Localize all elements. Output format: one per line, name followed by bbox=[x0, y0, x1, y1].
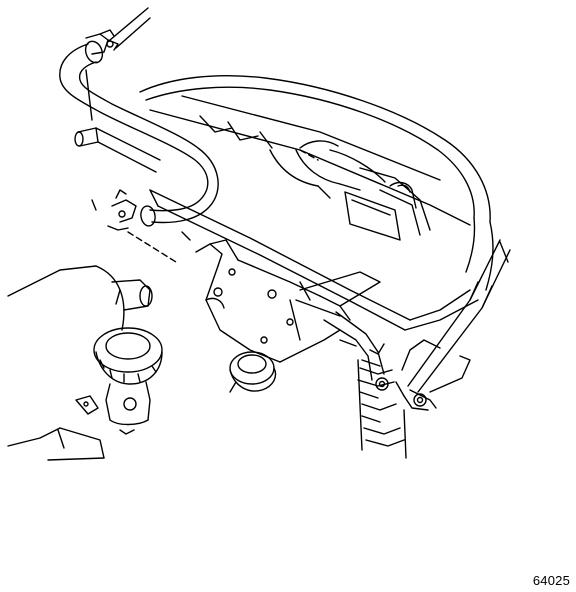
hidden-line bbox=[128, 150, 318, 262]
upper-radiator-hose bbox=[60, 39, 218, 227]
hose-clamp-lower bbox=[108, 190, 136, 230]
engine-housing bbox=[140, 76, 493, 290]
upper-left-bracket bbox=[86, 8, 150, 210]
radiator-fins bbox=[340, 340, 406, 458]
radiator-cap bbox=[76, 328, 162, 434]
background-detail bbox=[182, 150, 360, 240]
figure-number: 64025 bbox=[532, 573, 570, 588]
end-bracket bbox=[396, 240, 510, 410]
thermostat-housing bbox=[196, 240, 350, 392]
radiator-tank bbox=[8, 266, 152, 460]
mounting-strap bbox=[296, 272, 388, 390]
frame-rail bbox=[150, 190, 478, 330]
